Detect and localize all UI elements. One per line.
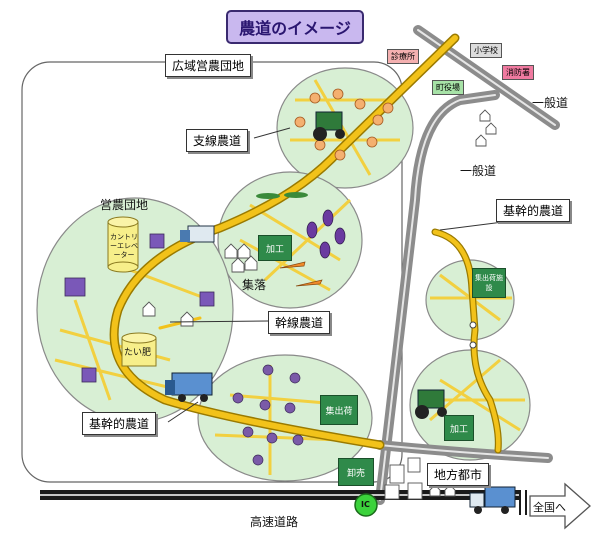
nationwide-arrow [529, 482, 591, 530]
general-road-label-top: 一般道 [532, 96, 569, 110]
tractor-icon-top [313, 111, 345, 141]
trunk-farm-road-label: 幹線農道 [268, 311, 331, 334]
core-farm-road-label-right: 基幹的農道 [496, 199, 571, 222]
town-hall-badge: 町役場 [432, 80, 464, 95]
clinic-badge: 診療所 [387, 49, 419, 64]
processing-box-left: 加工 [258, 235, 292, 261]
tractor-icon-right [415, 389, 447, 419]
orchard-fruit-icons [294, 88, 394, 161]
country-elevator-label: カントリーエレベーター [110, 233, 138, 259]
nationwide-label: 全国へ [533, 501, 566, 514]
field-grape [197, 354, 373, 482]
general-road-label-mid: 一般道 [460, 164, 497, 178]
wide-area-farm-label: 広域営農団地 [165, 54, 252, 77]
ic-label: IC [361, 500, 370, 509]
silo-icon [107, 216, 139, 273]
ic-circle [354, 493, 378, 517]
field-orchard [276, 67, 414, 189]
settlement-label: 集落 [242, 278, 267, 292]
page-title: 農道のイメージ [226, 10, 364, 44]
carrot-icons [279, 261, 323, 287]
elementary-school-badge: 小学校 [470, 43, 502, 58]
local-city-label: 地方都市 [427, 463, 490, 486]
core-farm-road-label-left: 基幹的農道 [82, 412, 157, 435]
fire-station-badge: 消防署 [502, 65, 534, 80]
processing-box-right: 加工 [444, 415, 474, 441]
expressway-label: 高速道路 [250, 515, 299, 529]
scarecrow-icons [64, 233, 215, 383]
grape-icons [232, 364, 304, 466]
compost-tank-icon [121, 332, 157, 367]
city-building-icons [384, 457, 423, 500]
branch-farm-road-label: 支線農道 [186, 129, 249, 152]
shipping-box-left: 集出荷 [320, 395, 358, 425]
cucumber-icons [256, 192, 308, 199]
wholesale-box: 卸売 [338, 458, 374, 486]
farm-complex-label: 営農団地 [100, 198, 149, 212]
eggplant-icons [306, 209, 346, 259]
truck-icon-farm [180, 225, 215, 243]
shipping-box-right: 集出荷施設 [472, 268, 506, 298]
truck-icon-main [165, 372, 213, 402]
house-icons [142, 109, 497, 497]
truck-icon-expressway [469, 486, 516, 514]
compost-label: たい肥 [124, 348, 152, 358]
